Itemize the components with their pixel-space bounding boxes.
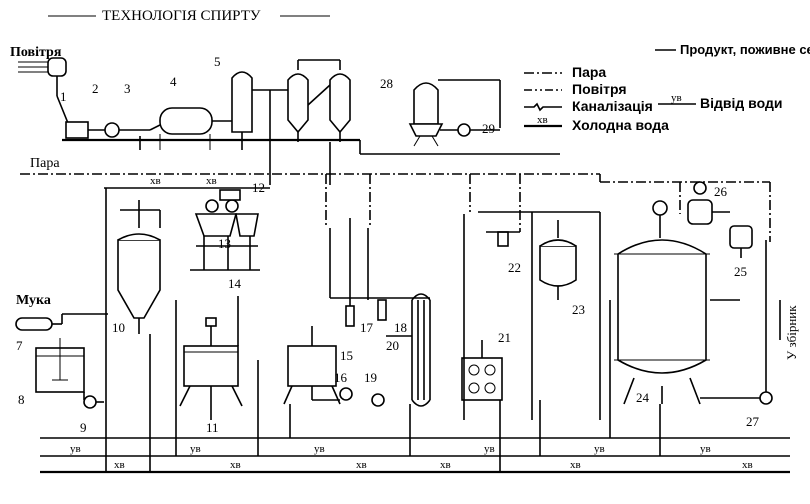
- vessel-26: [687, 181, 730, 225]
- label-20: 20: [386, 338, 399, 353]
- label-25: 25: [734, 264, 747, 279]
- pump-27: [700, 240, 773, 405]
- drain-mark: ув: [190, 443, 201, 455]
- cold-water-mark: хв: [150, 175, 161, 187]
- flour-input-label: Мука: [16, 293, 51, 308]
- vessel-15: [283, 326, 385, 407]
- label-9: 9: [80, 420, 87, 435]
- label-5: 5: [214, 54, 221, 69]
- drain-mark: ув: [70, 443, 81, 455]
- cooker-10: [105, 188, 161, 420]
- compressor-2: [65, 121, 150, 139]
- legend-steam-label: Пара: [572, 64, 606, 80]
- heat-exchanger-17-18-20: [329, 218, 431, 407]
- cold-water-mark: хв: [206, 175, 217, 187]
- label-11: 11: [206, 420, 219, 435]
- diagram-title: ТЕХНОЛОГІЯ СПИРТУ: [102, 8, 261, 24]
- cold-water-mark: хв: [742, 459, 753, 471]
- nutrient-prep-28: [408, 79, 501, 147]
- cold-water-mark: хв: [440, 459, 451, 471]
- air-filter-1: [18, 57, 71, 129]
- legend-product-label: Продукт, поживне середовище: [680, 42, 810, 57]
- drain-mark: ув: [700, 443, 711, 455]
- legend-sewer-label: Каналізація: [572, 98, 653, 114]
- legend-air-label: Повітря: [572, 81, 627, 97]
- drain-mark: ув: [484, 443, 495, 455]
- label-7: 7: [16, 338, 23, 353]
- legend-sewer-line: [524, 102, 562, 112]
- air-receiver-4: [139, 107, 232, 150]
- label-16: 16: [334, 370, 348, 385]
- label-27: 27: [746, 414, 760, 429]
- bunker-group-12-14: [190, 189, 260, 271]
- cold-water-mark: хв: [570, 459, 581, 471]
- label-26: 26: [714, 184, 728, 199]
- cold-water-mark: хв: [356, 459, 367, 471]
- legend-cold-water-label: Холодна вода: [572, 117, 669, 133]
- label-24: 24: [636, 390, 650, 405]
- label-19: 19: [364, 370, 377, 385]
- label-3: 3: [124, 81, 131, 96]
- cold-water-mark: хв: [114, 459, 125, 471]
- vessel-11: [179, 296, 243, 420]
- steam-input-label: Пара: [30, 156, 60, 171]
- drain-mark: ув: [314, 443, 325, 455]
- label-29: 29: [482, 121, 495, 136]
- mixer-tank-8: [35, 338, 104, 409]
- filter-21: [461, 214, 503, 420]
- fermenter-24: [614, 200, 740, 405]
- seed-apparatus-23: [478, 211, 601, 420]
- label-13: 13: [218, 236, 231, 251]
- label-17: 17: [360, 320, 374, 335]
- label-18: 18: [394, 320, 407, 335]
- legend: Пара Повітря Каналізація хв Холодна вода…: [524, 42, 810, 133]
- label-8: 8: [18, 392, 25, 407]
- label-28: 28: [380, 76, 393, 91]
- label-14: 14: [228, 276, 242, 291]
- flour-conveyor-7: [15, 313, 108, 331]
- drain-mark: ув: [594, 443, 605, 455]
- label-2: 2: [92, 81, 99, 96]
- label-23: 23: [572, 302, 585, 317]
- air-filter-columns-5: [231, 59, 351, 185]
- label-21: 21: [498, 330, 511, 345]
- label-15: 15: [340, 348, 353, 363]
- label-22: 22: [508, 260, 521, 275]
- legend-cold-water-mark: хв: [537, 114, 548, 126]
- vessel-25: [729, 225, 753, 258]
- label-4: 4: [170, 74, 177, 89]
- cold-water-mark: хв: [230, 459, 241, 471]
- label-12: 12: [252, 180, 265, 195]
- label-10: 10: [112, 320, 125, 335]
- legend-water-drain-label: Відвід води: [700, 95, 782, 111]
- air-input-label: Повітря: [10, 45, 62, 60]
- to-collector-label: У збірник: [784, 305, 799, 360]
- label-1: 1: [60, 89, 67, 104]
- legend-water-drain-mark: ув: [671, 92, 682, 104]
